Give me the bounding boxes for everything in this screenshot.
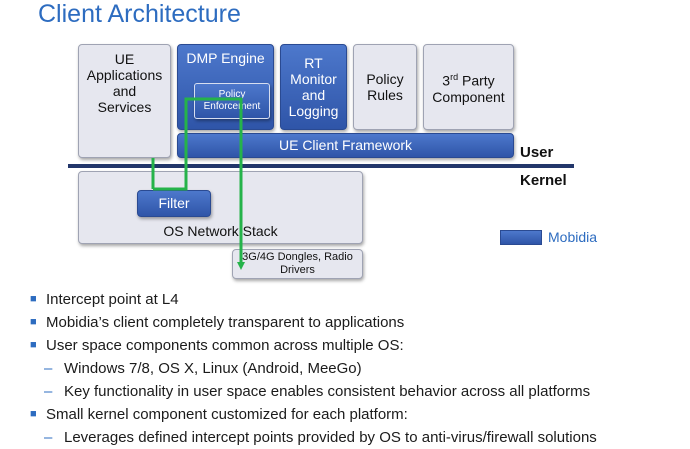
bullet-list: ■Intercept point at L4 ■Mobidia’s client… <box>30 288 685 449</box>
bullet-item: ■Intercept point at L4 <box>30 291 179 308</box>
dmp-engine-label: DMP Engine <box>186 50 265 66</box>
os-network-stack-box: OS Network Stack <box>78 171 363 244</box>
os-network-stack-label: OS Network Stack <box>163 223 278 239</box>
ue-applications-box: UE Applications and Services <box>78 44 171 158</box>
legend-label: Mobidia <box>548 229 598 245</box>
user-layer-label: User <box>520 144 554 161</box>
bullet-item: ■Mobidia’s client completely transparent… <box>30 314 405 331</box>
ue-applications-label: UE Applications and Services <box>86 51 163 115</box>
rt-monitor-box: RT Monitor and Logging <box>280 44 347 130</box>
kernel-layer-label: Kernel <box>520 172 567 189</box>
flow-path-through-filter <box>153 97 245 270</box>
sub-bullet-item: –Windows 7/8, OS X, Linux (Android, MeeG… <box>44 360 362 377</box>
filter-label: Filter <box>158 195 190 211</box>
page-title: Client Architecture <box>38 0 241 28</box>
third-party-component-box: 3rd Party Component <box>423 44 514 130</box>
ue-client-framework-box: UE Client Framework <box>177 133 514 158</box>
bullet-item: ■Small kernel component customized for e… <box>30 406 408 423</box>
filter-box: Filter <box>137 190 211 217</box>
third-party-component-label: 3rd Party Component <box>432 72 505 105</box>
sub-bullet-item: –Key functionality in user space enables… <box>44 383 591 400</box>
policy-enforcement-label: Policy Enforcement <box>203 89 261 112</box>
sub-bullet-item: –Leverages defined intercept points prov… <box>44 429 597 446</box>
legend-swatch <box>500 230 542 245</box>
ue-client-framework-label: UE Client Framework <box>278 137 413 153</box>
policy-rules-label: Policy Rules <box>366 71 404 103</box>
dongles-radio-drivers-box: 3G/4G Dongles, Radio Drivers <box>232 249 363 279</box>
policy-rules-box: Policy Rules <box>353 44 417 130</box>
rt-monitor-label: RT Monitor and Logging <box>288 55 339 119</box>
user-kernel-separator <box>68 164 574 168</box>
dongles-radio-drivers-label: 3G/4G Dongles, Radio Drivers <box>242 251 353 276</box>
bullet-item: ■User space components common across mul… <box>30 337 404 354</box>
policy-enforcement-box: Policy Enforcement <box>194 83 270 119</box>
